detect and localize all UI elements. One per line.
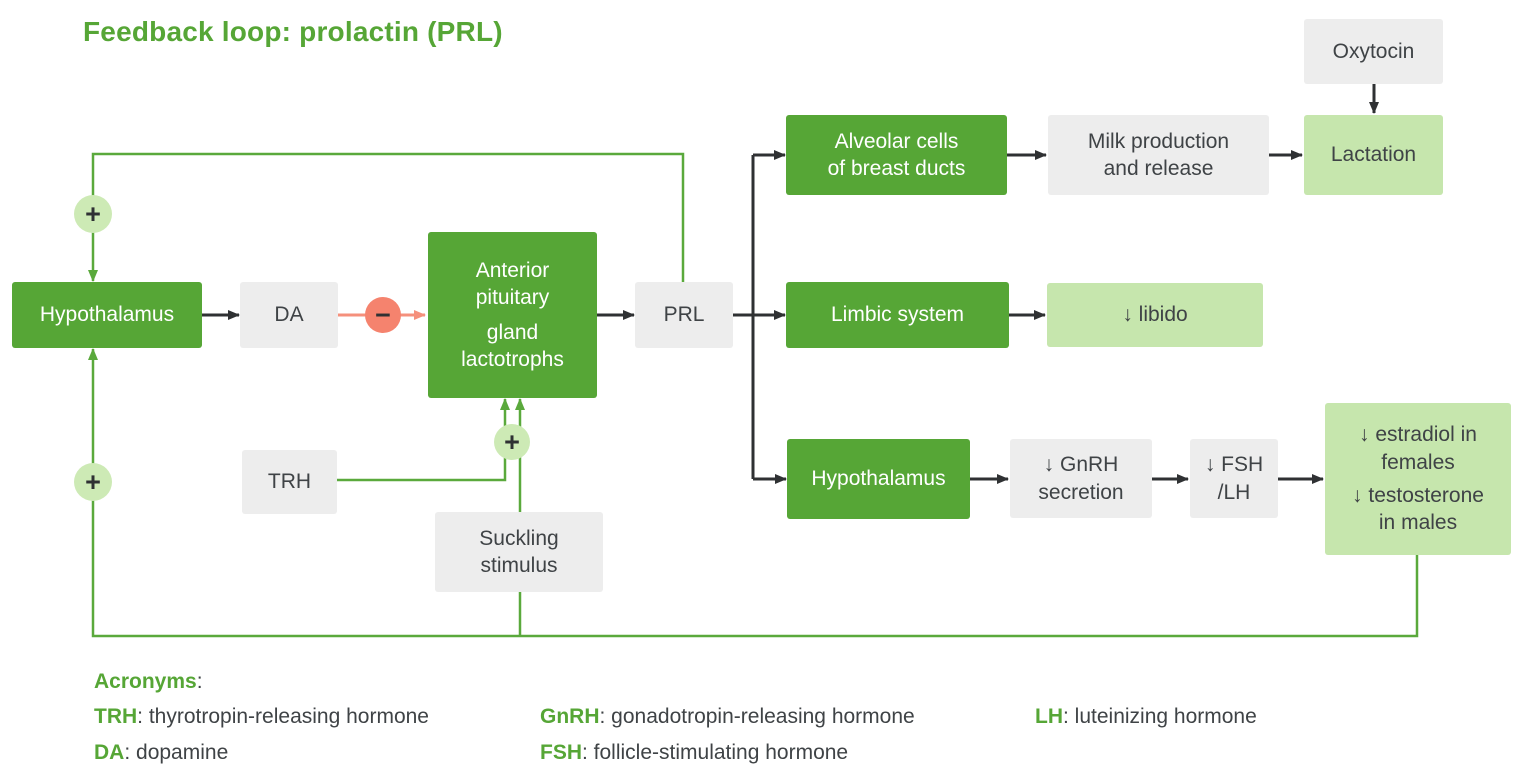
node-alveolar-line2: of breast ducts: [827, 157, 966, 180]
node-fsh-line2: /LH: [1217, 480, 1251, 504]
legend-item-gnrh: GnRH: gonadotropin-releasing hormone: [540, 705, 915, 728]
node-anterior-pituitary-line2: gland lactotrophs: [461, 320, 564, 371]
node-sex-hormones-line1: ↓ estradiol in females: [1359, 423, 1477, 474]
node-suckling-line2: stimulus: [480, 554, 558, 577]
node-hypothalamus: Hypothalamus: [12, 282, 202, 348]
node-decreased-sex-hormones: ↓ estradiol in females ↓ testosterone in…: [1325, 403, 1511, 555]
node-hypothalamus-label: Hypothalamus: [39, 303, 175, 327]
node-prl-label: PRL: [663, 303, 705, 327]
node-decreased-libido: ↓ libido: [1047, 283, 1263, 347]
node-oxytocin-label: Oxytocin: [1332, 39, 1415, 63]
node-dopamine: DA: [240, 282, 338, 348]
node-alveolar-line1: Alveolar cells: [834, 129, 959, 153]
node-sex-hormones-line2: ↓ testosterone in males: [1352, 484, 1484, 535]
node-milk-line1: Milk production: [1087, 129, 1230, 153]
stimulation-sign-pituitary: +: [494, 424, 530, 460]
stimulation-sign-bottom: +: [74, 463, 112, 501]
legend-item-trh: TRH: thyrotropin-releasing hormone: [94, 705, 429, 728]
node-suckling-line1: Suckling: [479, 526, 559, 550]
arrow-trh-to-pituitary: [337, 398, 510, 482]
legend-item-lh: LH: luteinizing hormone: [1035, 705, 1257, 728]
node-fsh-line1: ↓ FSH: [1204, 453, 1264, 477]
node-milk-production: Milk production and release: [1048, 115, 1269, 195]
node-gnrh-line2: secretion: [1038, 480, 1124, 504]
node-limbic-label: Limbic system: [830, 303, 965, 327]
node-prl: PRL: [635, 282, 733, 348]
node-alveolar-cells: Alveolar cells of breast ducts: [786, 115, 1007, 195]
node-anterior-pituitary-line1: Anterior pituitary: [475, 258, 550, 310]
node-limbic-system: Limbic system: [786, 282, 1009, 348]
node-trh-label: TRH: [267, 470, 312, 494]
legend-heading-text: Acronyms: [94, 670, 197, 693]
inhibition-sign-da: −: [365, 297, 401, 333]
node-milk-line2: and release: [1103, 157, 1214, 180]
node-decreased-fsh-lh: ↓ FSH /LH: [1190, 439, 1278, 518]
legend-item-fsh: FSH: follicle-stimulating hormone: [540, 741, 849, 764]
prl-branch-trunk: [733, 155, 755, 479]
node-oxytocin: Oxytocin: [1304, 19, 1443, 84]
node-dopamine-label: DA: [274, 303, 304, 327]
legend-heading: Acronyms:: [94, 670, 203, 693]
node-lactation-label: Lactation: [1330, 143, 1417, 167]
node-lactation: Lactation: [1304, 115, 1443, 195]
node-libido-label: ↓ libido: [1122, 303, 1188, 327]
node-anterior-pituitary: Anterior pituitary gland lactotrophs: [428, 232, 597, 398]
legend-item-da: DA: dopamine: [94, 741, 229, 764]
node-gnrh-line1: ↓ GnRH: [1043, 453, 1119, 477]
node-decreased-gnrh: ↓ GnRH secretion: [1010, 439, 1152, 518]
node-hypothalamus-effect-label: Hypothalamus: [811, 467, 946, 491]
node-suckling-stimulus: Suckling stimulus: [435, 512, 603, 592]
stimulation-sign-top: +: [74, 195, 112, 233]
diagram-title: Feedback loop: prolactin (PRL): [83, 16, 503, 47]
node-trh: TRH: [242, 450, 337, 514]
node-hypothalamus-effect: Hypothalamus: [787, 439, 970, 519]
